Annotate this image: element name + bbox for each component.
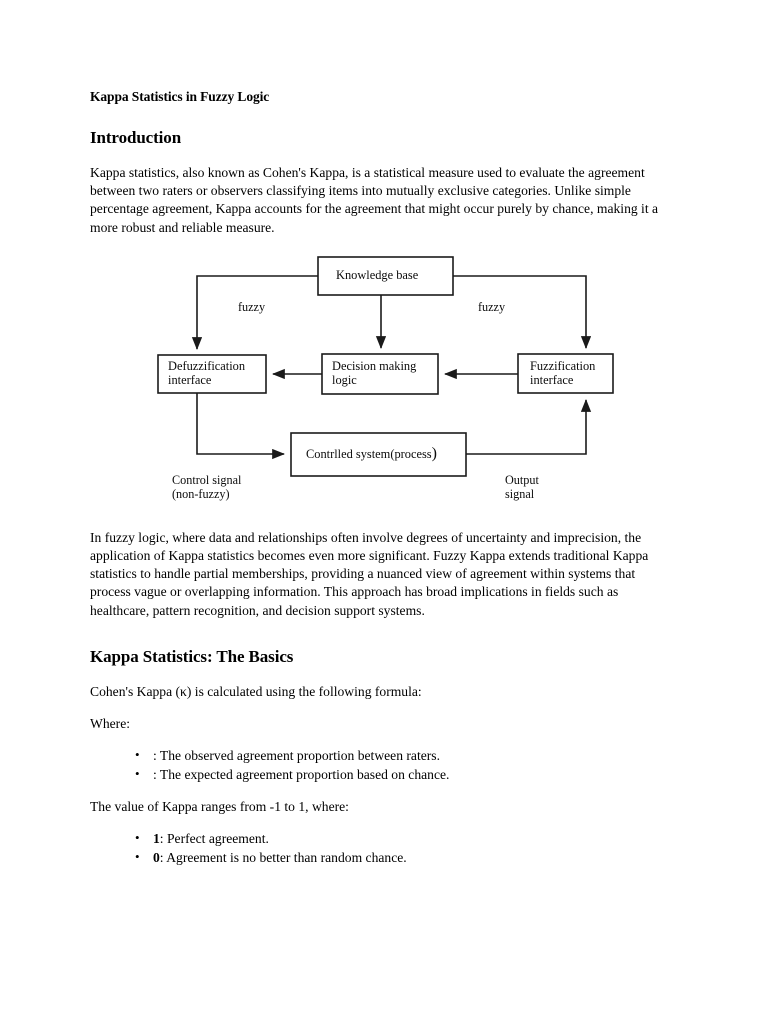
heading-introduction: Introduction: [90, 128, 182, 147]
list-item-description: : Agreement is no better than random cha…: [159, 849, 407, 865]
figure-box-controlled-system: Contrlled system(process): [306, 444, 437, 462]
controlled-system-closing-paren: ): [431, 444, 437, 462]
document-content: Kappa Statistics in Fuzzy Logic Introduc…: [90, 88, 675, 881]
figure-label-fuzzy-right: fuzzy: [478, 299, 506, 314]
figure-box-decision-making-logic: Decision making logic: [332, 358, 417, 388]
list-item: : The observed agreement proportion betw…: [135, 746, 675, 765]
document-title: Kappa Statistics in Fuzzy Logic: [90, 89, 270, 104]
figure-label-output-signal: Output signal: [505, 472, 539, 502]
label-where: Where:: [90, 716, 130, 732]
figure-fuzzy-logic-block-diagram: Knowledge base Defuzzification interface…: [90, 253, 675, 515]
figure-label-control-signal: Control signal (non-fuzzy): [172, 472, 242, 502]
list-item-description: : Perfect agreement.: [159, 831, 269, 847]
figure-label-fuzzy-left: fuzzy: [238, 299, 266, 314]
paragraph-formula-intro: Cohen's Kappa (κ) is calculated using th…: [90, 683, 422, 699]
list-item: : The expected agreement proportion base…: [135, 765, 675, 784]
list-item: 1: Perfect agreement.: [135, 829, 675, 848]
list-kappa-range: 1: Perfect agreement. 0: Agreement is no…: [90, 829, 675, 867]
list-item-value: 0: [153, 849, 160, 865]
paragraph-introduction: Kappa statistics, also known as Cohen's …: [90, 165, 659, 235]
block-diagram-svg: [157, 256, 614, 477]
figure-box-knowledge-base: Knowledge base: [336, 267, 419, 282]
list-item: 0: Agreement is no better than random ch…: [135, 848, 675, 867]
list-item-value: 1: [153, 831, 160, 847]
figure-box-fuzzification-interface: Fuzzification interface: [530, 358, 596, 388]
paragraph-range-intro: The value of Kappa ranges from -1 to 1, …: [90, 799, 349, 815]
paragraph-fuzzy-logic-application: In fuzzy logic, where data and relations…: [90, 529, 649, 618]
figure-box-defuzzification-interface: Defuzzification interface: [168, 358, 246, 388]
list-where-terms: : The observed agreement proportion betw…: [90, 746, 675, 784]
controlled-system-text: Contrlled system(process: [306, 446, 432, 461]
heading-kappa-basics: Kappa Statistics: The Basics: [90, 646, 294, 666]
